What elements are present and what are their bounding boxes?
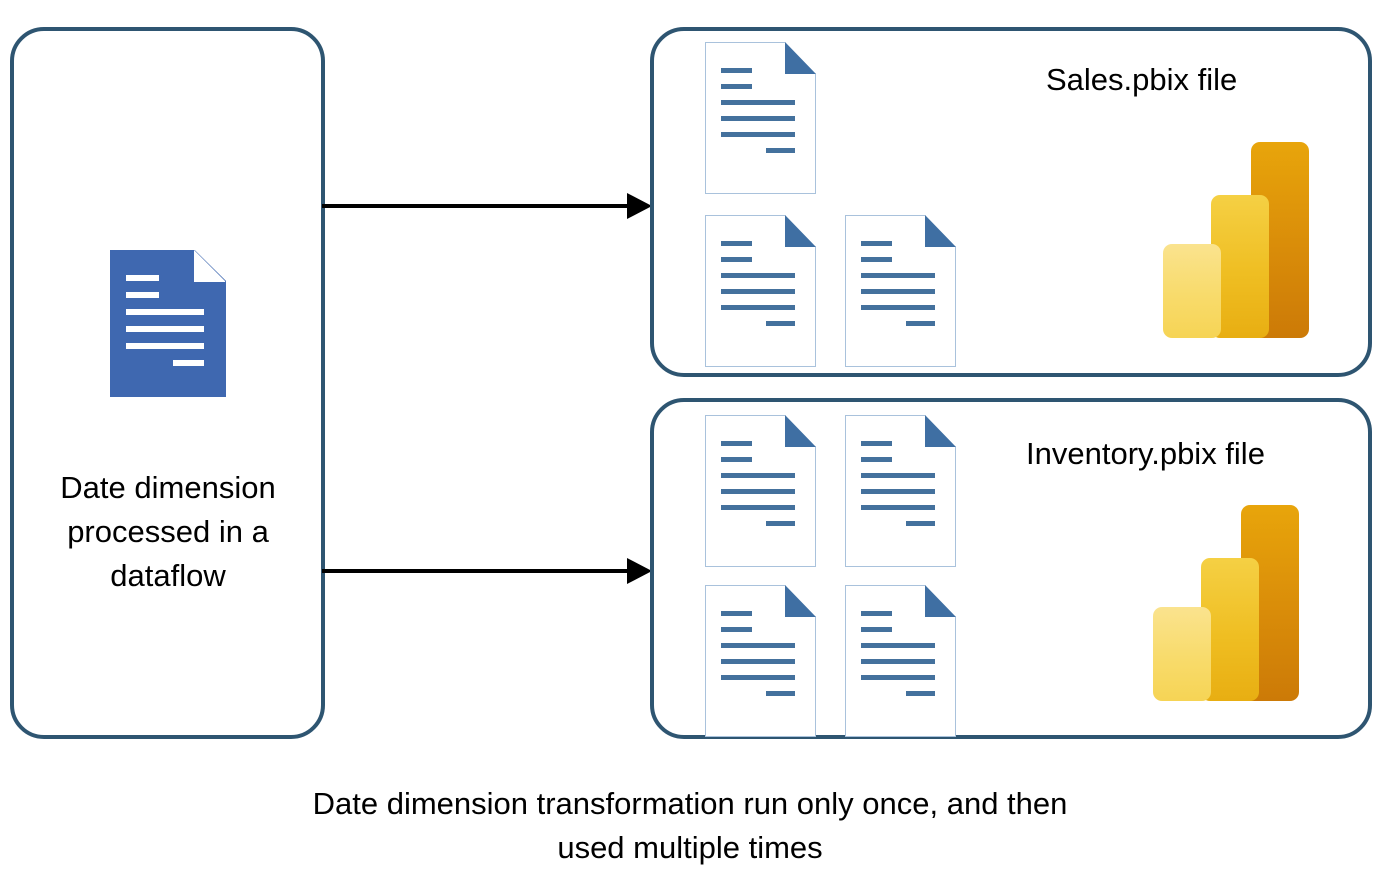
source-caption: Date dimension processed in a dataflow xyxy=(60,470,276,593)
arrow-to-inventory xyxy=(322,557,652,585)
arrow-head xyxy=(627,558,652,584)
document-text-lines xyxy=(126,274,217,371)
document-text-lines xyxy=(860,610,948,710)
power-bi-bar-short xyxy=(1153,606,1211,701)
document-text-lines xyxy=(720,440,808,540)
document-text-lines xyxy=(720,67,808,167)
arrow-shaft xyxy=(322,204,630,208)
document-icon xyxy=(705,42,816,194)
power-bi-logo xyxy=(1163,142,1309,338)
document-text-lines xyxy=(860,240,948,340)
arrow-head xyxy=(627,193,652,219)
document-text-lines xyxy=(720,240,808,340)
document-text-lines xyxy=(860,440,948,540)
document-icon xyxy=(705,215,816,367)
document-text-lines xyxy=(720,610,808,710)
power-bi-logo xyxy=(1153,505,1299,701)
document-icon xyxy=(845,215,956,367)
power-bi-bar-short xyxy=(1163,243,1221,338)
document-icon xyxy=(845,585,956,737)
document-icon xyxy=(705,585,816,737)
sales-box-title: Sales.pbix file xyxy=(1046,62,1238,97)
document-icon xyxy=(705,415,816,567)
document-icon xyxy=(845,415,956,567)
inventory-box-title: Inventory.pbix file xyxy=(1026,436,1265,471)
arrow-shaft xyxy=(322,569,630,573)
arrow-to-sales xyxy=(322,192,652,220)
document-solid-icon xyxy=(110,250,226,397)
footer-caption: Date dimension transformation run only o… xyxy=(312,786,1068,865)
